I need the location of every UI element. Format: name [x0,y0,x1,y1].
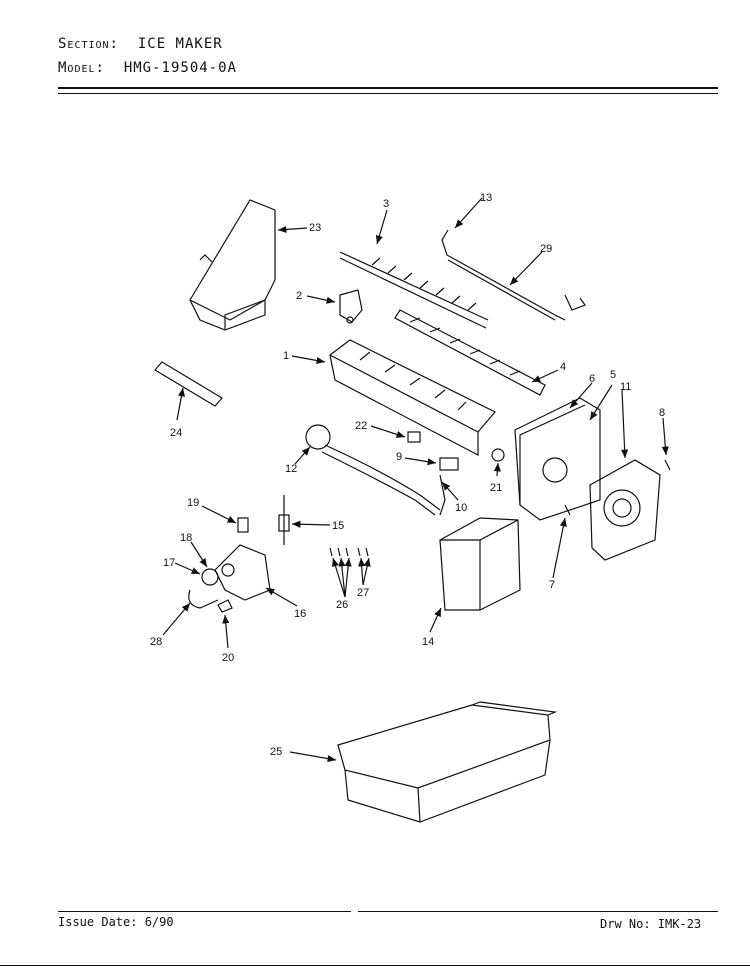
part-shaft [154,361,223,407]
part-tube [278,495,290,545]
part-ejector [339,251,489,329]
section-value: ICE MAKER [137,36,223,52]
part-bracket [339,289,363,324]
callout-16: 16 [294,608,306,620]
callout-22: 22 [355,420,367,432]
part-ice-chute-cover [189,199,276,331]
part-valve-clip [217,599,233,613]
callout-11: 11 [620,381,631,393]
leader-lines [162,197,669,763]
callout-4: 4 [560,361,566,373]
part-mold [328,339,496,456]
part-fitting [237,517,249,533]
callout-5: 5 [610,369,616,381]
part-shutoff-arm [441,229,586,321]
model-line: Model: HMG-19504-0A [58,60,237,76]
part-switch [439,457,459,516]
callout-25: 25 [270,746,282,758]
callout-9: 9 [396,451,402,463]
part-screws [329,547,369,557]
callout-29: 29 [540,243,552,255]
callout-1: 1 [283,350,289,362]
callout-21: 21 [490,482,502,494]
callout-8: 8 [659,407,665,419]
callout-28: 28 [150,636,162,648]
callout-3: 3 [383,198,389,210]
issue-date: Issue Date: 6/90 [58,915,174,929]
model-label: Model: [58,60,105,76]
callout-24: 24 [170,427,182,439]
section-label: Section: [58,36,119,52]
part-cover [439,517,521,611]
callout-15: 15 [332,520,344,532]
part-water-valve [188,544,271,609]
callout-19: 19 [187,497,199,509]
header-rule-thick [58,87,718,89]
callout-14: 14 [422,636,434,648]
callout-27: 27 [357,587,369,599]
part-ice-bin [337,701,558,823]
section-line: Section: ICE MAKER [58,36,223,52]
callout-7: 7 [549,579,555,591]
callout-2: 2 [296,290,302,302]
model-value: HMG-19504-0A [123,60,237,76]
callout-12: 12 [285,463,297,475]
part-screw [664,459,671,471]
callout-17: 17 [163,557,175,569]
footer-rule-left [58,911,351,912]
part-stripper [394,309,546,396]
part-clip [407,431,421,443]
callout-18: 18 [180,532,192,544]
callout-13: 13 [480,192,492,204]
header-rule-thin [58,93,718,94]
callout-10: 10 [455,502,467,514]
callout-26: 26 [336,599,348,611]
callout-6: 6 [589,373,595,385]
callout-20: 20 [222,652,234,664]
part-thermostat [491,448,505,462]
part-screw-b [564,504,571,516]
part-wire-harness [305,424,441,516]
callout-23: 23 [309,222,321,234]
callout-labels: 23 3 13 29 2 1 4 6 5 11 8 24 22 9 12 21 … [150,192,665,758]
part-motor-plate [589,459,661,561]
footer-rule-right [358,911,718,912]
drawing-number: Drw No: IMK-23 [600,917,702,931]
page-bottom-rule [0,965,750,966]
part-housing [514,397,601,521]
